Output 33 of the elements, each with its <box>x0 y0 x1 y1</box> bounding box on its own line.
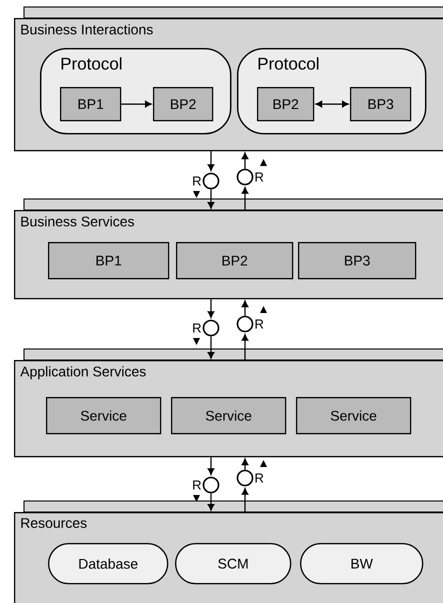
arrow <box>208 336 214 359</box>
process-box: BP3 <box>298 242 416 280</box>
process-box: BP3 <box>350 87 412 122</box>
process-box: Service <box>46 397 162 434</box>
node-label: R <box>193 324 201 332</box>
process-box: BP1 <box>60 87 122 122</box>
process-box: BP2 <box>176 242 294 280</box>
arrow <box>242 152 248 169</box>
arrow <box>316 100 349 108</box>
process-box: BP2 <box>257 87 314 122</box>
node-label: R <box>256 320 264 328</box>
arrow <box>208 457 214 475</box>
arrow <box>208 493 214 511</box>
resource-pill: SCM <box>175 543 292 584</box>
node-label: R <box>256 172 264 182</box>
process-box: BP1 <box>48 242 170 280</box>
arrow <box>208 151 214 171</box>
arrow <box>242 187 248 210</box>
arrow <box>208 299 214 318</box>
resource-pill: BW <box>300 543 424 584</box>
process-box: Service <box>296 397 412 434</box>
resource-pill: Database <box>48 543 168 584</box>
arrow <box>121 100 152 108</box>
arrow <box>242 458 248 470</box>
node-label: R <box>256 474 264 482</box>
arrow <box>242 300 248 316</box>
arrow <box>242 334 248 360</box>
process-box: BP2 <box>153 87 214 122</box>
process-box: Service <box>171 397 286 434</box>
node-label: R <box>193 176 201 186</box>
arrow <box>208 189 214 209</box>
node-label: R <box>193 480 201 490</box>
arrow <box>242 488 248 512</box>
